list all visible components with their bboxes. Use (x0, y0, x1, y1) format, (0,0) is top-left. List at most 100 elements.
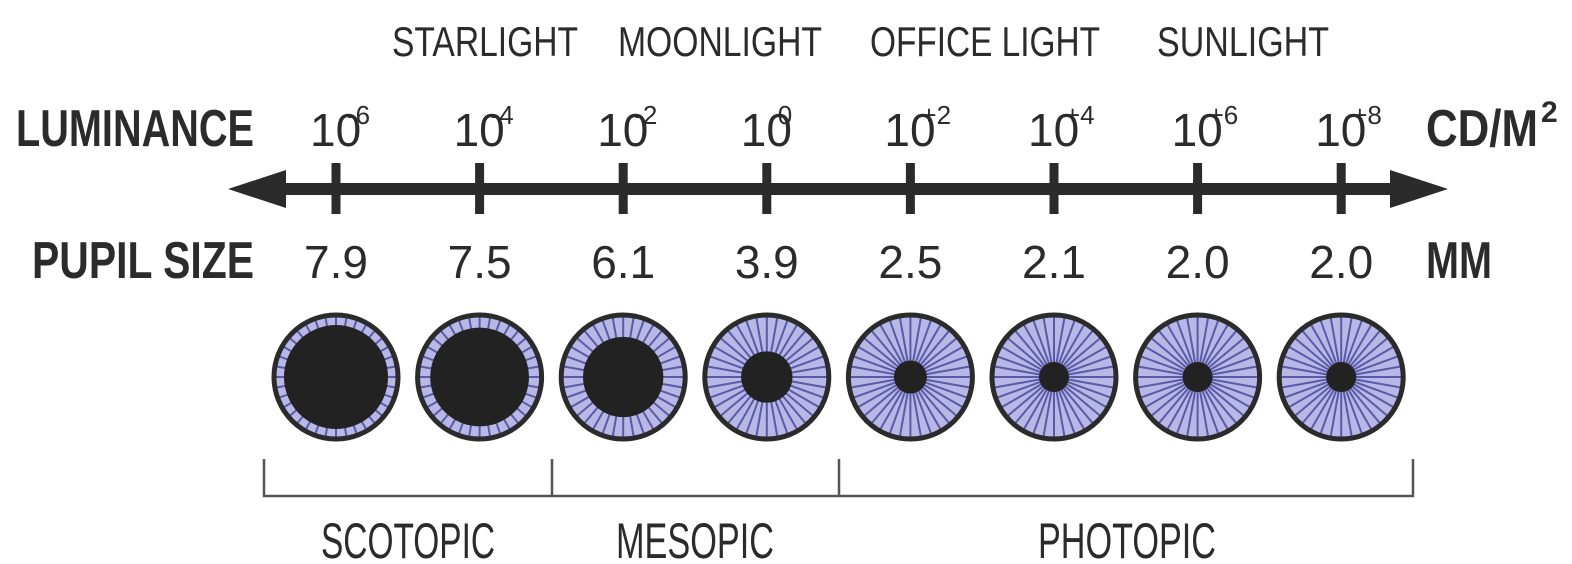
iris-line (788, 355, 825, 370)
eye-outline (558, 312, 688, 442)
iris-line (755, 316, 764, 354)
luminance-tick-4: 10+2 (884, 100, 951, 156)
pupil-size-value: 2.5 (878, 236, 942, 288)
eye-5 (989, 312, 1119, 442)
iris-line (658, 355, 681, 365)
iris-line (1042, 389, 1053, 438)
iris-line (1042, 316, 1053, 365)
iris-line (421, 355, 436, 362)
iris-line (996, 355, 1043, 374)
pupil-size-value: 2.0 (1309, 236, 1373, 288)
iris-line (1287, 382, 1331, 409)
iris-line (601, 412, 612, 435)
luminance-tick-base: 10 (884, 104, 935, 156)
iris-line (520, 399, 533, 409)
iris-line (523, 355, 538, 362)
luminance-tick-base: 10 (597, 104, 648, 156)
luminance-tick-base: 10 (1028, 104, 1079, 156)
iris-line (1205, 386, 1238, 425)
iris-line (1283, 355, 1330, 374)
iris-line (421, 392, 436, 399)
iris-line (1210, 365, 1258, 376)
iris-line (706, 380, 744, 389)
iris-line (786, 387, 821, 409)
pupil-size-value: 3.9 (735, 236, 799, 288)
iris-line (641, 409, 655, 431)
pupil (284, 325, 388, 429)
iris-line (658, 389, 681, 399)
iris-line (914, 390, 933, 435)
iris-line (1351, 345, 1395, 372)
iris-line (569, 395, 591, 409)
eye-0 (271, 312, 401, 442)
condition-moonlight: MOONLIGHT (618, 18, 822, 65)
iris-line (575, 400, 595, 417)
iris-line (852, 381, 898, 399)
iris-line (583, 329, 600, 349)
iris-line (1139, 380, 1186, 399)
iris-line (486, 423, 492, 438)
iris-line (562, 365, 586, 372)
luminance-tick-2: 10-2 (597, 100, 657, 156)
iris-line (789, 380, 828, 389)
iris-line (1064, 345, 1108, 372)
iris-line (1186, 389, 1197, 438)
iris-line (857, 383, 899, 409)
iris-line (1201, 388, 1220, 435)
condition-sunlight: SUNLIGHT (1157, 18, 1329, 65)
iris-line (468, 423, 473, 438)
luminance-tick-3: 100 (741, 100, 792, 156)
iris-lines (1280, 316, 1403, 438)
iris-line (1287, 345, 1331, 372)
iris-line (923, 381, 969, 399)
iris-line (888, 319, 907, 364)
iris-line (526, 365, 540, 370)
iris-line (1210, 378, 1258, 389)
iris-line (1208, 382, 1251, 409)
iris-line (457, 421, 465, 435)
iris-line (1006, 337, 1045, 370)
iris-line (651, 337, 671, 354)
iris-line (1342, 316, 1353, 365)
iris-line (789, 365, 828, 374)
luminance-tick-exponent: -4 (491, 100, 514, 130)
iris-line (1353, 378, 1402, 389)
iris-line (1351, 382, 1395, 409)
eye-outline (271, 312, 401, 442)
iris-line (1329, 389, 1340, 438)
iris-line (1346, 387, 1373, 431)
iris-line (1344, 388, 1364, 435)
luminance-tick-exponent: +6 (1209, 100, 1239, 130)
eye-7 (1276, 312, 1406, 442)
iris-line (777, 323, 799, 358)
iris-line (719, 391, 750, 417)
iris-line (850, 378, 897, 389)
iris-line (1065, 355, 1112, 374)
iris-line (448, 323, 457, 337)
iris-line (911, 316, 922, 363)
iris-line (502, 323, 511, 337)
iris-line (1066, 365, 1115, 376)
iris-line (922, 345, 964, 371)
iris-line (879, 389, 905, 431)
iris-line (1198, 316, 1210, 365)
iris-line (1198, 389, 1210, 438)
iris-line (784, 337, 815, 363)
luminance-unit: CD/M 2 (1426, 96, 1558, 158)
iris-line (726, 394, 753, 425)
iris-line (755, 400, 764, 438)
iris-line (419, 384, 434, 389)
iris-line (1166, 323, 1192, 367)
iris-line (1353, 355, 1399, 374)
iris-line (494, 421, 502, 435)
iris-line (857, 345, 899, 371)
iris-line (628, 316, 635, 340)
iris-line (922, 383, 964, 409)
iris-line (635, 319, 646, 342)
iris-line (1137, 365, 1185, 376)
iris-line (1209, 380, 1256, 399)
lighting-condition-labels: STARLIGHT MOONLIGHT OFFICE LIGHT SUNLIGH… (392, 18, 1329, 65)
iris-line (655, 345, 677, 359)
iris-line (565, 389, 588, 399)
iris-line (655, 395, 677, 409)
